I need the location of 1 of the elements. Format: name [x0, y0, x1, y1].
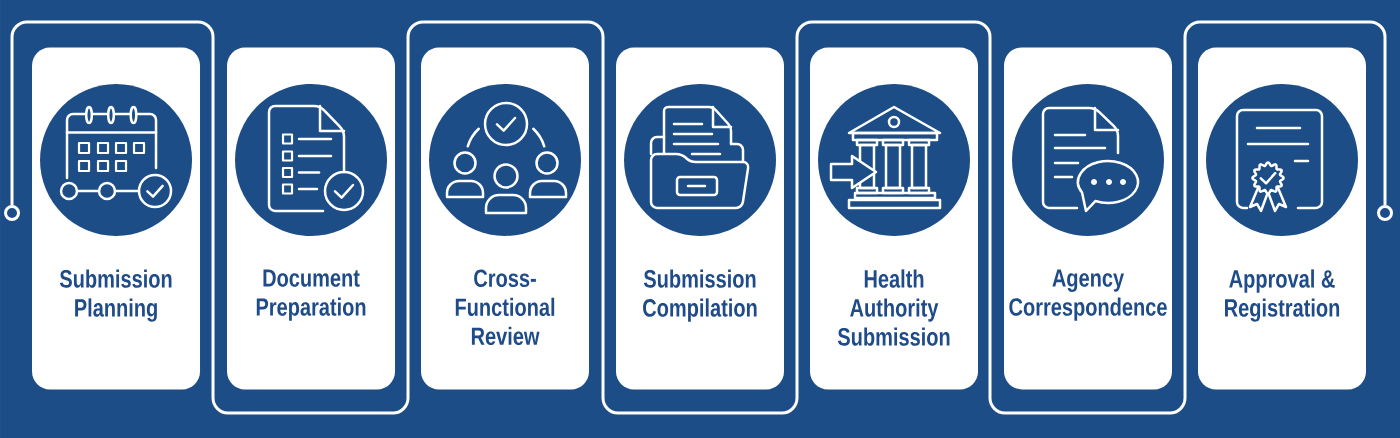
connector-line: [10, 20, 1387, 415]
